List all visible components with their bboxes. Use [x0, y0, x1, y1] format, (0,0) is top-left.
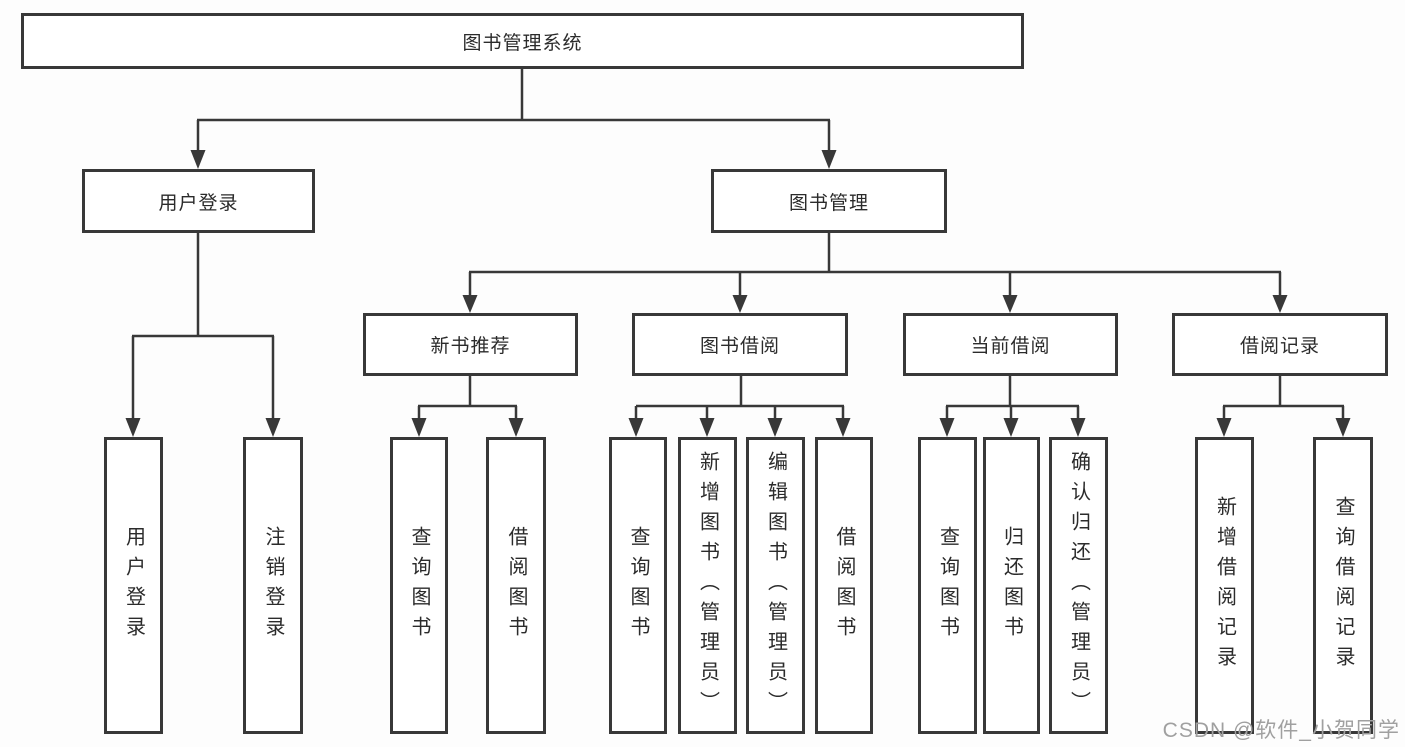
arrowhead — [462, 295, 478, 313]
connector-borrowing-records-to-leaves — [1216, 376, 1351, 437]
leaf-borrow-books-borrowing: 借阅图书 — [815, 437, 873, 734]
leaf-logout: 注销登录 — [243, 437, 303, 734]
leaf-query-borrow-record: 查询借阅记录 — [1313, 437, 1373, 734]
arrowhead — [508, 418, 524, 437]
arrowhead — [1002, 295, 1018, 313]
arrowhead — [628, 418, 644, 437]
arrowhead — [732, 295, 748, 313]
arrowhead — [939, 418, 955, 437]
arrowhead — [265, 418, 281, 437]
arrowhead — [1335, 418, 1351, 437]
arrowhead — [699, 418, 715, 437]
leaf-borrow-books-recommend: 借阅图书 — [486, 437, 546, 734]
leaf-return-books: 归还图书 — [983, 437, 1040, 734]
node-user-login: 用户登录 — [82, 169, 315, 233]
leaf-user-login: 用户登录 — [104, 437, 163, 734]
leaf-query-books-borrowing: 查询图书 — [609, 437, 667, 734]
arrowhead — [767, 418, 783, 437]
leaf-add-books-admin: 新增图书（管理员） — [678, 437, 737, 734]
leaf-edit-books-admin: 编辑图书（管理员） — [746, 437, 805, 734]
arrowhead — [1070, 418, 1086, 437]
node-book-borrowing: 图书借阅 — [632, 313, 848, 376]
arrowhead — [1272, 295, 1288, 313]
connector-root-to-level1 — [190, 69, 837, 169]
watermark: CSDN @软件_小贺同学 — [1162, 719, 1400, 742]
arrowhead — [1216, 418, 1232, 437]
node-book-management: 图书管理 — [711, 169, 947, 233]
arrowhead — [1003, 418, 1019, 437]
connector-book-management-to-level2 — [462, 233, 1288, 313]
connector-current-borrowing-to-leaves — [939, 376, 1086, 437]
leaf-query-books-recommend: 查询图书 — [390, 437, 448, 734]
leaf-add-borrow-record: 新增借阅记录 — [1195, 437, 1254, 734]
node-new-book-recommendation: 新书推荐 — [363, 313, 578, 376]
connector-new-book-recommendation-to-leaves — [411, 376, 524, 437]
arrowhead — [411, 418, 427, 437]
node-library-system: 图书管理系统 — [21, 13, 1024, 69]
connector-user-login-to-leaves — [125, 233, 281, 437]
arrowhead — [821, 150, 837, 169]
leaf-query-books-current: 查询图书 — [918, 437, 977, 734]
arrowhead — [835, 418, 851, 437]
node-borrowing-records: 借阅记录 — [1172, 313, 1388, 376]
node-current-borrowing: 当前借阅 — [903, 313, 1118, 376]
arrowhead — [190, 150, 206, 169]
arrowhead — [125, 418, 141, 437]
leaf-confirm-return-admin: 确认归还（管理员） — [1049, 437, 1108, 734]
connector-book-borrowing-to-leaves — [628, 376, 851, 437]
